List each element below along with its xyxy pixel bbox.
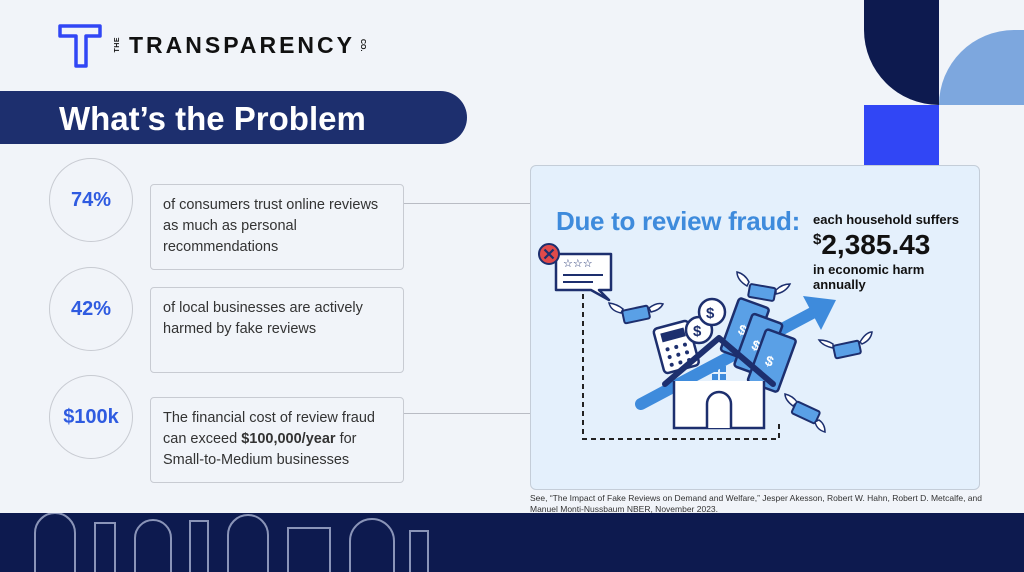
stat-value-circle: 74% [49, 158, 133, 242]
connector-line [404, 413, 530, 414]
panel-heading: Due to review fraud: [556, 206, 800, 236]
brand-name: TRANSPARENCY [129, 31, 355, 58]
trend-arrow-icon [635, 296, 836, 410]
decor-light-shape [939, 30, 1024, 105]
stat-description: of local businesses are actively harmed … [150, 287, 404, 373]
household-text: each household suffers [813, 212, 959, 227]
page-title: What’s the Problem [59, 100, 366, 137]
money-wings-icon [736, 271, 792, 302]
stat-value: 74% [70, 188, 112, 211]
decor-blue-shape [864, 105, 939, 165]
logo-t-icon [58, 24, 102, 68]
harm-amount: $2,385.43 [813, 229, 930, 261]
coin-icon: $ [697, 297, 727, 327]
money-wings-icon [817, 331, 873, 360]
stat-value: $100k [63, 405, 119, 428]
title-banner: What’s the Problem [0, 91, 467, 144]
brand-logo[interactable]: THE TRANSPARENCY CO. [56, 20, 366, 70]
money-wings-icon [784, 393, 826, 433]
stat-text-before: The financial cost of review fraud can e… [163, 410, 375, 447]
svg-text:☆☆☆: ☆☆☆ [563, 257, 593, 270]
stat-text: of consumers trust online reviews as muc… [163, 197, 379, 255]
review-fraud-illustration: ☆☆☆ [538, 243, 873, 440]
connector-line [404, 203, 530, 204]
harm-text: in economic harm annually [813, 262, 925, 292]
decor-navy-shape [864, 0, 939, 105]
review-card-icon: ☆☆☆ [554, 252, 613, 302]
stat-text-bold: $100,000/year [241, 431, 336, 447]
house-icon [662, 335, 776, 430]
bottom-band [0, 513, 1024, 572]
stat-text-after: for Small-to-Medium businesses [163, 431, 357, 468]
currency-symbol: $ [813, 231, 822, 248]
svg-text:$: $ [693, 323, 702, 340]
brand-co: CO. [358, 38, 366, 52]
stat-value: 42% [70, 297, 112, 320]
error-x-icon [538, 243, 560, 265]
money-wings-icon [608, 302, 665, 325]
review-fraud-panel: ☆☆☆ [530, 165, 980, 490]
svg-text:$: $ [706, 305, 715, 322]
source-footnote: See, “The Impact of Fake Reviews on Dema… [530, 493, 982, 514]
stat-description: of consumers trust online reviews as muc… [150, 184, 404, 270]
brand-the: THE [114, 37, 121, 53]
stat-text: of local businesses are actively harmed … [163, 300, 363, 337]
stat-value-circle: 42% [49, 267, 133, 351]
decor-outline-pattern [34, 513, 429, 572]
stat-value-circle: $100k [49, 375, 133, 459]
amount-value: 2,385.43 [821, 229, 931, 260]
stat-description: The financial cost of review fraud can e… [150, 397, 404, 483]
